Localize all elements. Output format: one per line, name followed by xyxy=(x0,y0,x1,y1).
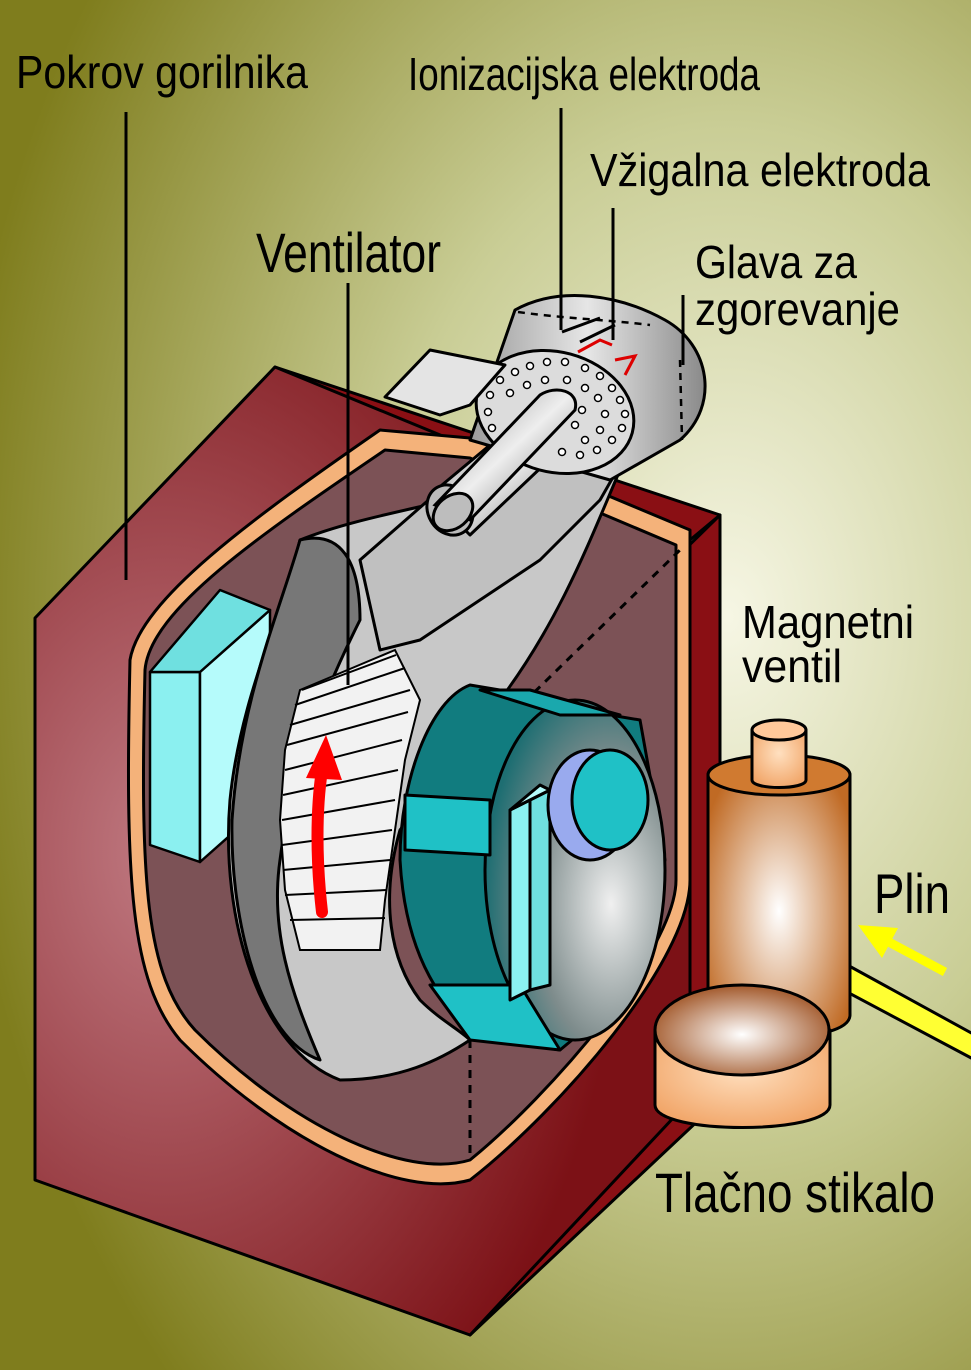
label-pressure-switch: Tlačno stikalo xyxy=(655,1161,935,1224)
label-gas: Plin xyxy=(874,862,950,925)
electrode-leads xyxy=(561,316,616,344)
label-combustion-head-line2: zgorevanje xyxy=(695,283,900,335)
label-ionization-electrode: Ionizacijska elektroda xyxy=(408,48,760,100)
head-hidden-edges xyxy=(517,310,684,441)
label-ignition-electrode: Vžigalna elektroda xyxy=(590,144,930,196)
label-burner-cover: Pokrov gorilnika xyxy=(16,46,308,98)
label-combustion-head-line1: Glava za xyxy=(695,236,857,288)
electrode-bracket xyxy=(577,338,638,376)
labels: Pokrov gorilnika Ionizacijska elektroda … xyxy=(16,46,950,1224)
perforated-disc xyxy=(483,357,630,460)
label-solenoid-valve-line2: ventil xyxy=(742,640,842,692)
leader-lines xyxy=(124,108,685,685)
label-fan: Ventilator xyxy=(256,221,441,284)
airflow-arrow xyxy=(306,735,342,918)
fan-motor xyxy=(398,683,667,1052)
gas-arrow xyxy=(858,925,948,976)
solenoid-valve xyxy=(706,718,852,1039)
gas-nozzle-tube xyxy=(431,388,578,533)
pressure-switch xyxy=(653,983,832,1129)
label-solenoid-valve-line1: Magnetni xyxy=(742,596,914,648)
